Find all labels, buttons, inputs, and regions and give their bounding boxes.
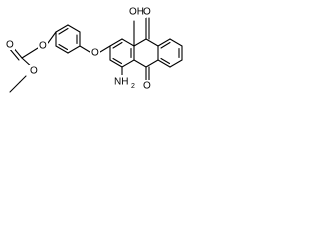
bond-ringB-2: [145, 38, 159, 47]
label-backdrop-o-top: [142, 6, 153, 17]
bond-phenyl-5: [55, 45, 69, 54]
bond-phenyl-inner-3: [58, 43, 69, 51]
atom-o-ether: O: [91, 48, 99, 59]
bond-ether-anthra: [99, 45, 111, 53]
label-backdrop-o-carbonyl: [5, 39, 15, 50]
bond-ringB-4: [145, 59, 159, 68]
label-backdrop-o-ester: [38, 40, 48, 51]
bond-ringA-2: [121, 38, 135, 47]
label-backdrop-o-ether: [90, 47, 100, 58]
bond-phenyl-1: [55, 24, 69, 33]
bond-ringA-4: [121, 59, 135, 68]
bond-phenyl-ether: [79, 45, 91, 53]
structure-diagram: O O O O OH O O NH 2: [0, 0, 227, 96]
atom-amine-subscript: 2: [131, 83, 135, 90]
bond-ringA-inner-1: [112, 41, 123, 49]
bond-ringC-5: [157, 59, 171, 68]
bond-ringC-inner-3: [160, 57, 171, 65]
bond-ringA-1: [109, 38, 123, 47]
bond-ringB-5: [133, 59, 147, 68]
atom-amine: NH: [114, 77, 128, 88]
bond-ringC-inner-1: [160, 41, 171, 49]
bond-ringA-inner-3: [112, 57, 123, 65]
bond-ringB-1: [133, 38, 147, 47]
bond-ringC-2: [169, 38, 183, 47]
atom-o-ketone-top: O: [143, 7, 151, 18]
atom-o-ketone-bottom: O: [143, 81, 151, 92]
label-backdrop-o-bottom: [142, 80, 153, 91]
label-backdrop-oh: [128, 6, 146, 18]
bond-ringC-1: [157, 38, 171, 47]
bond-ringC-4: [169, 59, 183, 68]
bond-lines: [8, 17, 183, 93]
bond-ringA-5: [109, 59, 123, 68]
atom-oh: OH: [129, 7, 144, 18]
bond-ethyl-1: [9, 81, 21, 93]
atom-labels: O O O O OH O O NH 2: [5, 6, 153, 92]
bond-phenyl-inner-1: [58, 27, 69, 35]
bond-phenyl-2: [67, 24, 81, 33]
atom-o-ethoxy: O: [30, 66, 38, 77]
label-backdrop-nh2: [113, 75, 137, 89]
bond-ester-ring: [47, 31, 57, 44]
bond-carbon-ester: [21, 47, 39, 59]
bond-ethyl-2: [19, 75, 27, 83]
atom-o-ester: O: [39, 41, 47, 52]
bond-phenyl-4: [67, 45, 81, 54]
atom-o-carbonyl: O: [6, 40, 14, 51]
label-backdrop-o-ethoxy: [29, 65, 39, 76]
molecule-drawing: O O O O OH O O NH 2: [5, 6, 183, 93]
